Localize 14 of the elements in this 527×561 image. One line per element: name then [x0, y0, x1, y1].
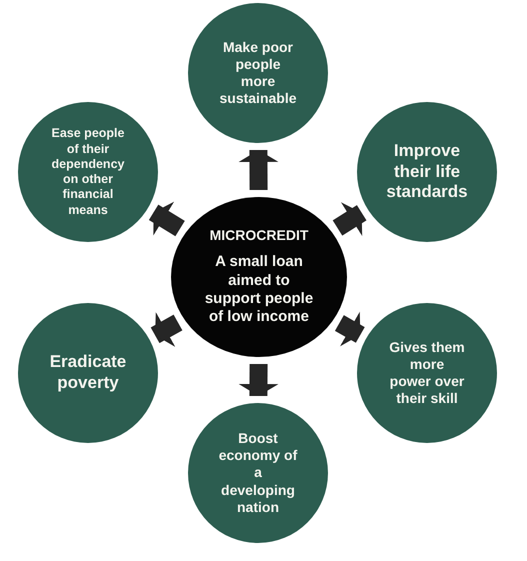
arrow — [238, 150, 278, 190]
circle-label: Gives them more power over their skill — [388, 338, 466, 408]
circle-title: MICROCREDIT — [210, 227, 308, 244]
circle-label: Improve their life standards — [385, 140, 469, 204]
arrow — [238, 364, 278, 396]
circle-text: A small loan aimed to support people of low income — [204, 253, 314, 327]
circle-label: Make poor people more sustainable — [218, 38, 298, 108]
arrow — [334, 312, 365, 346]
circle-label: Eradicate poverty — [48, 352, 128, 394]
arrow — [150, 312, 182, 347]
arrow — [148, 202, 185, 236]
circle-label: Ease people of their dependency on other financial means — [50, 126, 126, 218]
circle-label: Boost economy of a developing nation — [218, 430, 298, 516]
arrow — [332, 202, 366, 236]
